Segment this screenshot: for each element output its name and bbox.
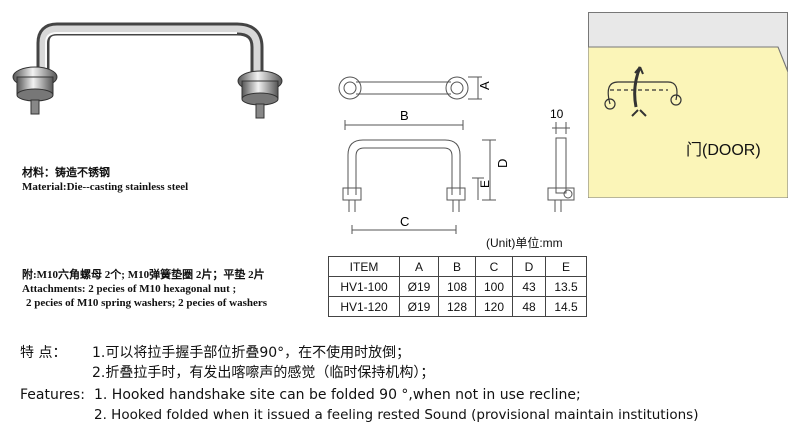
features-cn-label: 特 点： [20,345,67,361]
dim-label-c: C [400,214,409,229]
door-label: 门(DOOR) [686,142,761,159]
table-row: HV1-100 Ø19 108 100 43 13.5 [328,276,587,297]
door-illustration [588,12,788,198]
attachments-cn: 附:M10六角螺母 2个; M10弹簧垫圈 2片；平垫 2片 [22,269,265,281]
table-cell: 13.5 [545,276,587,297]
dim-label-a: A [477,81,492,90]
table-header-cell: B [438,256,476,277]
spec-table: ITEM A B C D E HV1-100 Ø19 108 100 43 13… [328,256,587,317]
table-header-cell: A [399,256,439,277]
table-row: HV1-120 Ø19 128 120 48 14.5 [328,296,587,317]
features-en-1: 1. Hooked handshake site can be folded 9… [94,387,581,403]
attachments-en-1: Attachments: 2 pecies of M10 hexagonal n… [22,283,237,295]
table-header-cell: E [545,256,587,277]
features-cn-2: 2.折叠拉手时，有发出喀嚓声的感觉（临时保持机构）； [92,365,435,381]
dim-label-d: D [495,159,510,168]
features-cn-1: 1.可以将拉手握手部位折叠90°，在不使用时放倒； [92,345,411,361]
table-header-cell: ITEM [328,256,400,277]
table-cell: 100 [475,276,513,297]
table-cell: Ø19 [399,296,439,317]
unit-note: (Unit)单位:mm [486,236,563,250]
table-cell: 120 [475,296,513,317]
table-cell: 108 [438,276,476,297]
product-photo [12,22,283,119]
attachments-en-2: 2 pecies of M10 spring washers; 2 pecies… [26,297,268,309]
table-cell: 128 [438,296,476,317]
dim-label-e: E [478,180,492,188]
table-cell: HV1-100 [328,276,400,297]
technical-drawing: A B C D E 10 [338,76,575,234]
table-cell: Ø19 [399,276,439,297]
material-cn: 材料：铸造不锈钢 [22,167,110,179]
dim-label-10: 10 [550,107,564,121]
table-header-cell: C [475,256,513,277]
table-cell: 43 [512,276,546,297]
table-cell: HV1-120 [328,296,400,317]
table-header-row: ITEM A B C D E [328,256,587,277]
table-cell: 14.5 [545,296,587,317]
table-cell: 48 [512,296,546,317]
material-en: Material:Die--casting stainless steel [22,181,189,193]
dim-label-b: B [400,108,409,123]
features-en-2: 2. Hooked folded when it issued a feelin… [94,407,699,423]
features-en-label: Features: [20,387,85,403]
table-header-cell: D [512,256,546,277]
